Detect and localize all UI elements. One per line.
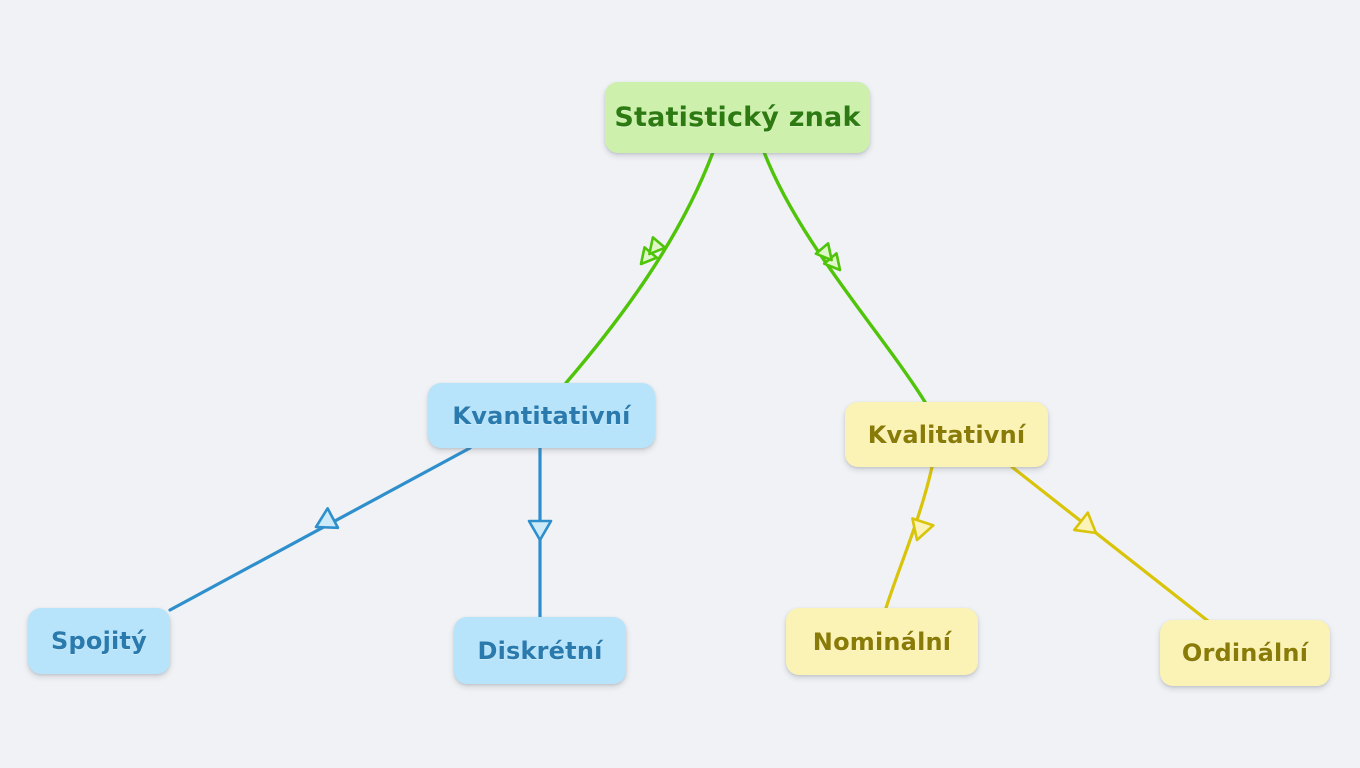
node-kvalitativni[interactable]: Kvalitativní bbox=[845, 402, 1048, 467]
arrowhead-triangle bbox=[911, 517, 935, 542]
node-nominalni[interactable]: Nominální bbox=[786, 608, 978, 675]
node-spojity[interactable]: Spojitý bbox=[28, 608, 170, 674]
edge-kvantitativni-diskretni bbox=[527, 446, 553, 619]
arrowhead-triangle bbox=[1072, 511, 1098, 535]
edge-kvalitativni-nominalni bbox=[884, 465, 935, 610]
node-statisticky-znak[interactable]: Statistický znak bbox=[605, 82, 870, 153]
node-diskretni[interactable]: Diskrétní bbox=[454, 617, 626, 684]
arrowhead-double-chevron bbox=[639, 236, 667, 266]
arrowhead-double-chevron bbox=[814, 242, 842, 272]
arrowhead-triangle bbox=[527, 519, 553, 542]
node-kvantitativni[interactable]: Kvantitativní bbox=[428, 383, 655, 448]
edge-kvantitativni-spojity bbox=[168, 446, 472, 612]
edge-root-kvalitativni bbox=[762, 150, 927, 404]
edge-root-kvantitativni bbox=[564, 150, 715, 385]
arrowhead-triangle bbox=[314, 507, 340, 530]
edge-kvalitativni-ordinalni bbox=[1010, 465, 1210, 623]
node-ordinalni[interactable]: Ordinální bbox=[1160, 620, 1330, 686]
